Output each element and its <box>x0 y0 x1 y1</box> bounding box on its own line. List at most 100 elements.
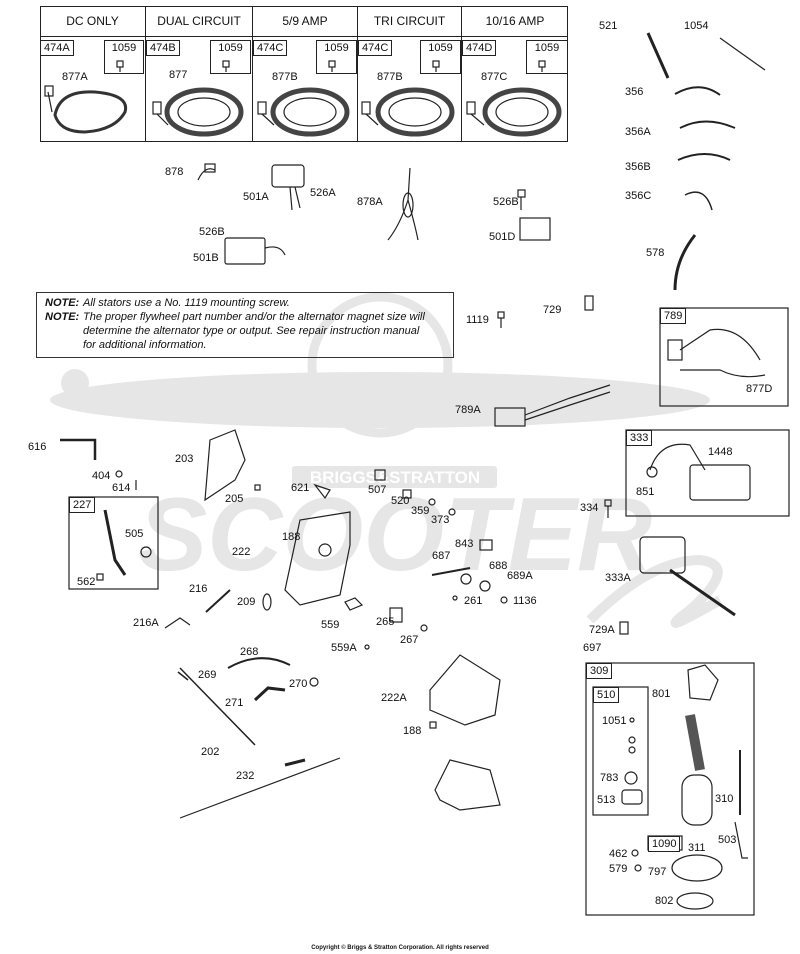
callout-267: 267 <box>400 634 419 646</box>
table-divider <box>357 6 358 142</box>
callout-501B: 501B <box>193 252 219 264</box>
stator-table <box>40 6 568 142</box>
header-dc-only: DC ONLY <box>66 14 119 28</box>
callout-878: 878 <box>165 166 184 178</box>
box-333 <box>625 429 790 517</box>
callout-789: 789 <box>660 308 687 324</box>
note-line-2: The proper flywheel part number and/or t… <box>83 311 425 323</box>
table-divider <box>145 6 146 142</box>
callout-209: 209 <box>237 596 256 608</box>
callout-697: 697 <box>583 642 602 654</box>
stator-label: 474D <box>462 40 497 56</box>
callout-232: 232 <box>236 770 255 782</box>
callout-851: 851 <box>636 486 655 498</box>
callout-268: 268 <box>240 646 259 658</box>
control-plate-icon <box>284 511 351 606</box>
callout-621: 621 <box>291 482 310 494</box>
box-510 <box>592 686 649 816</box>
stator-label: 474A <box>40 40 74 56</box>
callout-559: 559 <box>321 619 340 631</box>
screw-label: 1059 <box>324 42 349 54</box>
screw-box: 1059 <box>316 40 357 74</box>
callout-227: 227 <box>69 497 96 513</box>
callout-1051: 1051 <box>602 715 627 727</box>
wire-icon <box>679 120 736 129</box>
callout-729: 729 <box>543 304 562 316</box>
callout-687: 687 <box>432 550 451 562</box>
callout-1136: 1136 <box>513 595 537 607</box>
note-label: NOTE: <box>45 297 80 309</box>
cable-icon <box>227 657 291 669</box>
callout-462: 462 <box>609 848 628 860</box>
callout-356: 356 <box>625 86 644 98</box>
callout-614: 614 <box>112 482 131 494</box>
callout-877D: 877D <box>746 383 773 395</box>
callout-334: 334 <box>580 502 599 514</box>
callout-688: 688 <box>489 560 508 572</box>
callout-373: 373 <box>431 514 450 526</box>
callout-188: 188 <box>282 531 301 543</box>
callout-356B: 356B <box>625 161 651 173</box>
callout-526B: 526B <box>493 196 519 208</box>
callout-333: 333 <box>626 430 653 446</box>
callout-562: 562 <box>77 576 96 588</box>
callout-188: 188 <box>403 725 422 737</box>
note-line-3: determine the alternator type or output.… <box>83 325 420 337</box>
part-label: 877A <box>62 71 88 83</box>
header-10-16-amp: 10/16 AMP <box>485 14 545 28</box>
callout-404: 404 <box>92 470 111 482</box>
callout-359: 359 <box>411 505 430 517</box>
callout-521: 521 <box>599 20 618 32</box>
callout-579: 579 <box>609 863 628 875</box>
bracket-icon <box>429 654 501 726</box>
note-line-4: for additional information. <box>83 339 207 351</box>
screw-box: 1059 <box>210 40 251 74</box>
part-label: 877 <box>169 69 188 81</box>
callout-309: 309 <box>586 663 613 679</box>
callout-216: 216 <box>189 583 208 595</box>
screw-label: 1059 <box>111 42 137 54</box>
callout-503: 503 <box>718 834 737 846</box>
stator-label: 474B <box>146 40 180 56</box>
callout-616: 616 <box>28 441 47 453</box>
callout-203: 203 <box>175 453 194 465</box>
screw-box: 1059 <box>104 40 144 74</box>
callout-802: 802 <box>655 895 674 907</box>
callout-559A: 559A <box>331 642 357 654</box>
callout-501D: 501D <box>489 231 516 243</box>
callout-265: 265 <box>376 616 395 628</box>
header-5-9-amp: 5/9 AMP <box>282 14 328 28</box>
callout-783: 783 <box>600 772 619 784</box>
clip-icon <box>313 483 331 500</box>
motor-housing-icon <box>681 774 713 826</box>
callout-801: 801 <box>652 688 671 700</box>
callout-526A: 526A <box>310 187 336 199</box>
callout-501A: 501A <box>243 191 269 203</box>
callout-216A: 216A <box>133 617 159 629</box>
wire-icon <box>684 191 713 211</box>
callout-205: 205 <box>225 493 244 505</box>
header-tri-circuit: TRI CIRCUIT <box>373 14 446 28</box>
screw-icon <box>116 60 546 72</box>
starter-end-cap-icon <box>687 664 719 701</box>
stator-label: 474C <box>358 40 393 56</box>
cable-icon <box>179 757 341 819</box>
callout-271: 271 <box>225 697 244 709</box>
wire-icon <box>197 168 216 181</box>
callout-689A: 689A <box>507 570 533 582</box>
header-dual-circuit: DUAL CIRCUIT <box>157 14 241 28</box>
callout-270: 270 <box>289 678 308 690</box>
callout-797: 797 <box>648 866 667 878</box>
callout-202: 202 <box>201 746 220 758</box>
note-line-1: All stators use a No. 1119 mounting scre… <box>83 297 290 309</box>
screw-box: 1059 <box>420 40 461 74</box>
callout-1119: 1119 <box>466 314 489 326</box>
armature-icon <box>685 714 705 771</box>
callout-356C: 356C <box>625 190 652 202</box>
callout-843: 843 <box>455 538 474 550</box>
callout-513: 513 <box>597 794 616 806</box>
box-789 <box>659 307 789 407</box>
callout-878A: 878A <box>357 196 383 208</box>
